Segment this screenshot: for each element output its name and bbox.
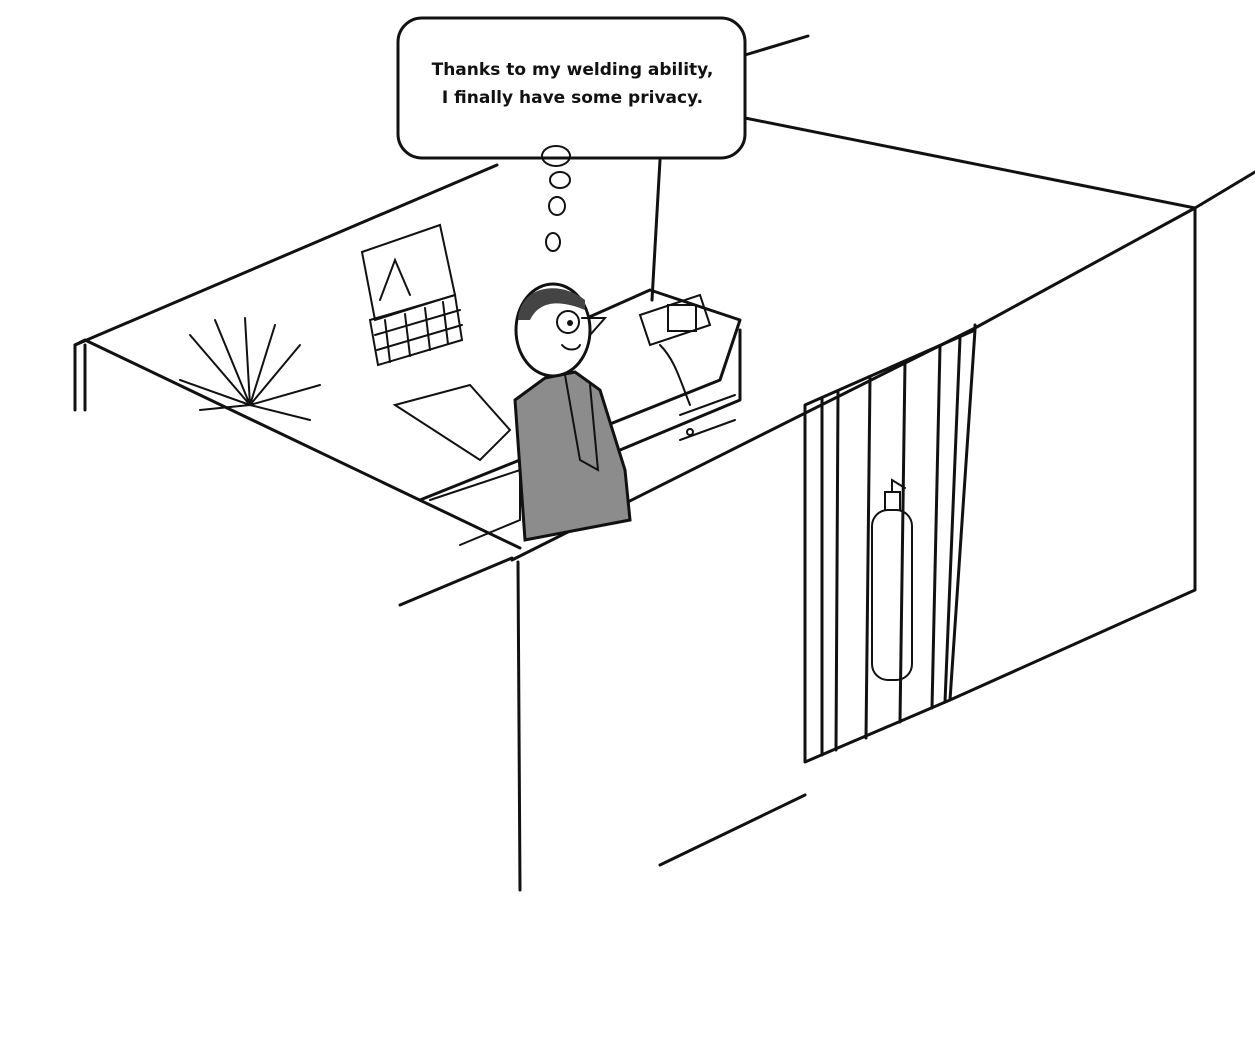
desk-phone [638,293,712,406]
desk [418,288,742,546]
fire-extinguisher [871,478,913,681]
thought-bubble [396,16,747,252]
welded-bars [803,328,977,764]
front-partition [510,206,1197,892]
left-partition [73,338,522,607]
wall-calendar [360,223,464,367]
thought-bubble-text: Thanks to my welding ability, I finally … [400,56,745,112]
chair [392,383,512,462]
caption-line-2: I finally have some privacy. [441,88,704,108]
caption-line-1: Thanks to my welding ability, [431,60,714,80]
office-worker [513,282,632,542]
plant [179,317,321,421]
